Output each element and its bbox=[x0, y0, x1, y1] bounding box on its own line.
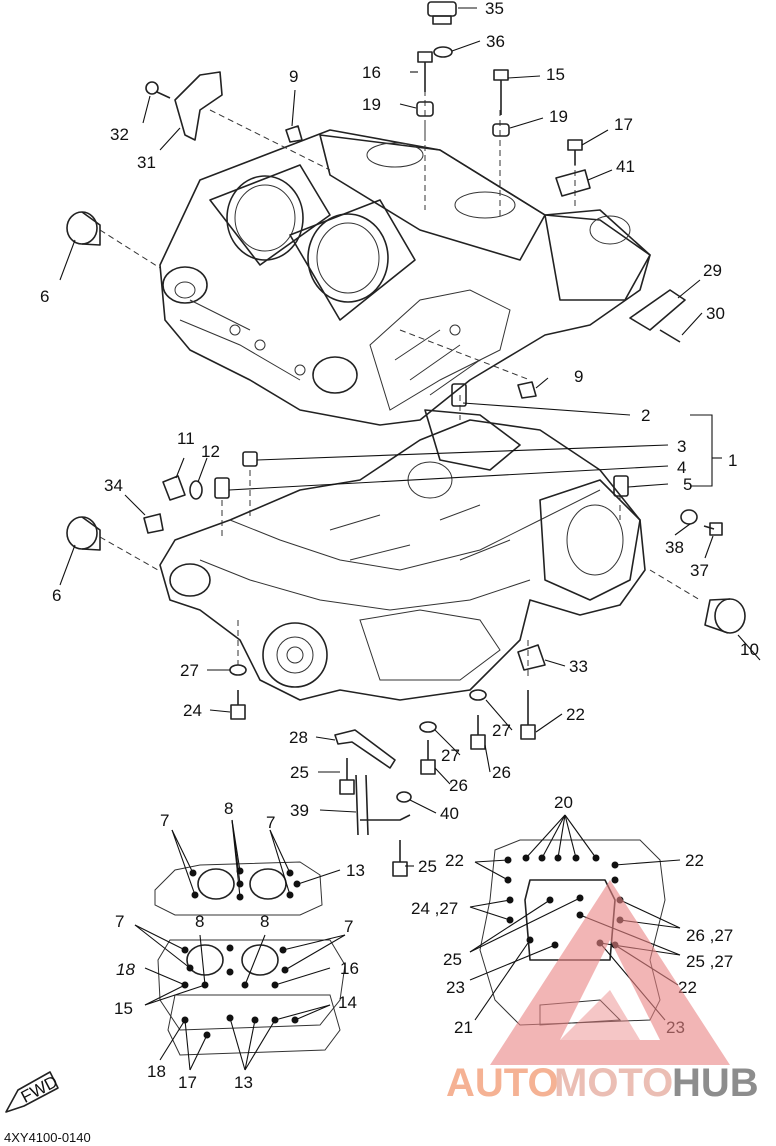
inset-left-14: 14 bbox=[338, 993, 357, 1012]
callout-38: 38 bbox=[665, 538, 684, 557]
callout-25-top: 25 bbox=[290, 763, 309, 782]
inset-right-23a: 23 bbox=[446, 978, 465, 997]
callout-37: 37 bbox=[690, 561, 709, 580]
callout-39: 39 bbox=[290, 801, 309, 820]
callout-labels: 35 36 16 15 9 19 19 17 41 32 31 6 29 30 … bbox=[40, 0, 759, 1092]
diagram-code: 4XY4100-0140 bbox=[4, 1130, 91, 1145]
small-parts bbox=[66, 1, 746, 877]
callout-19-left: 19 bbox=[362, 95, 381, 114]
watermark-text-moto: MOTO bbox=[554, 1061, 673, 1105]
callout-40: 40 bbox=[440, 804, 459, 823]
callout-17: 17 bbox=[614, 115, 633, 134]
watermark-logo: AUTO MOTO HUB bbox=[446, 880, 759, 1105]
watermark-text-auto: AUTO bbox=[446, 1061, 559, 1105]
callout-31: 31 bbox=[137, 153, 156, 172]
inset-left-18a: 18 bbox=[116, 960, 135, 979]
callout-2: 2 bbox=[641, 406, 650, 425]
callout-34: 34 bbox=[104, 476, 123, 495]
inset-left-8b: 8 bbox=[195, 912, 204, 931]
callout-32: 32 bbox=[110, 125, 129, 144]
leader-lines bbox=[59, 7, 761, 867]
inset-left-dots bbox=[181, 867, 301, 1039]
inset-left-13b: 13 bbox=[234, 1073, 253, 1092]
inset-left-7b: 7 bbox=[266, 813, 275, 832]
callout-1: 1 bbox=[728, 451, 737, 470]
lower-crankcase bbox=[159, 409, 646, 701]
callout-10: 10 bbox=[740, 640, 759, 659]
inset-left-13: 13 bbox=[346, 861, 365, 880]
inset-left-8a: 8 bbox=[224, 799, 233, 818]
callout-5: 5 bbox=[683, 475, 692, 494]
inset-right-26-27: 26 ,27 bbox=[686, 926, 733, 945]
callout-11: 11 bbox=[177, 429, 195, 448]
callout-29: 29 bbox=[703, 261, 722, 280]
callout-33: 33 bbox=[569, 657, 588, 676]
inset-left-leaders bbox=[134, 819, 346, 1071]
inset-right-25: 25 bbox=[443, 950, 462, 969]
callout-36: 36 bbox=[486, 32, 505, 51]
watermark-text-hub: HUB bbox=[672, 1061, 759, 1105]
inset-left-15: 15 bbox=[114, 999, 133, 1018]
inset-right-20: 20 bbox=[554, 793, 573, 812]
callout-27-left: 27 bbox=[180, 661, 199, 680]
callout-16: 16 bbox=[362, 63, 381, 82]
inset-right-22a: 22 bbox=[445, 851, 464, 870]
inset-left-bolt-pattern bbox=[134, 819, 346, 1071]
callout-35: 35 bbox=[485, 0, 504, 18]
inset-left-7d: 7 bbox=[344, 917, 353, 936]
callout-24: 24 bbox=[183, 701, 202, 720]
callout-26-right: 26 bbox=[492, 763, 511, 782]
callout-22: 22 bbox=[566, 705, 585, 724]
inset-right-25-27: 25 ,27 bbox=[686, 952, 733, 971]
inset-left-8c: 8 bbox=[260, 912, 269, 931]
callout-6-top: 6 bbox=[40, 287, 49, 306]
inset-left-7c: 7 bbox=[115, 912, 124, 931]
callout-27-mid: 27 bbox=[441, 746, 460, 765]
inset-left-16: 16 bbox=[340, 959, 359, 978]
inset-right-24-27: 24 ,27 bbox=[411, 899, 458, 918]
callout-3: 3 bbox=[677, 437, 686, 456]
fwd-arrow: FWD bbox=[5, 1071, 61, 1113]
upper-crankcase bbox=[159, 129, 651, 426]
inset-left-17: 17 bbox=[178, 1073, 197, 1092]
callout-28: 28 bbox=[289, 728, 308, 747]
callout-6-bottom: 6 bbox=[52, 586, 61, 605]
assembly-guide-lines bbox=[99, 90, 701, 680]
callout-9-mid: 9 bbox=[574, 367, 583, 386]
inset-right-22b: 22 bbox=[685, 851, 704, 870]
callout-41: 41 bbox=[616, 157, 635, 176]
callout-30: 30 bbox=[706, 304, 725, 323]
callout-15: 15 bbox=[546, 65, 565, 84]
watermark-triangle-icon bbox=[490, 880, 730, 1065]
callout-26-left: 26 bbox=[449, 776, 468, 795]
callout-12: 12 bbox=[201, 442, 220, 461]
callout-9-top: 9 bbox=[289, 67, 298, 86]
callout-19-right: 19 bbox=[549, 107, 568, 126]
callout-27-right: 27 bbox=[492, 721, 511, 740]
callout-25-bottom: 25 bbox=[418, 857, 437, 876]
callout-4: 4 bbox=[677, 458, 686, 477]
inset-left-7a: 7 bbox=[160, 811, 169, 830]
inset-right-21: 21 bbox=[454, 1018, 473, 1037]
inset-left-18b: 18 bbox=[147, 1062, 166, 1081]
